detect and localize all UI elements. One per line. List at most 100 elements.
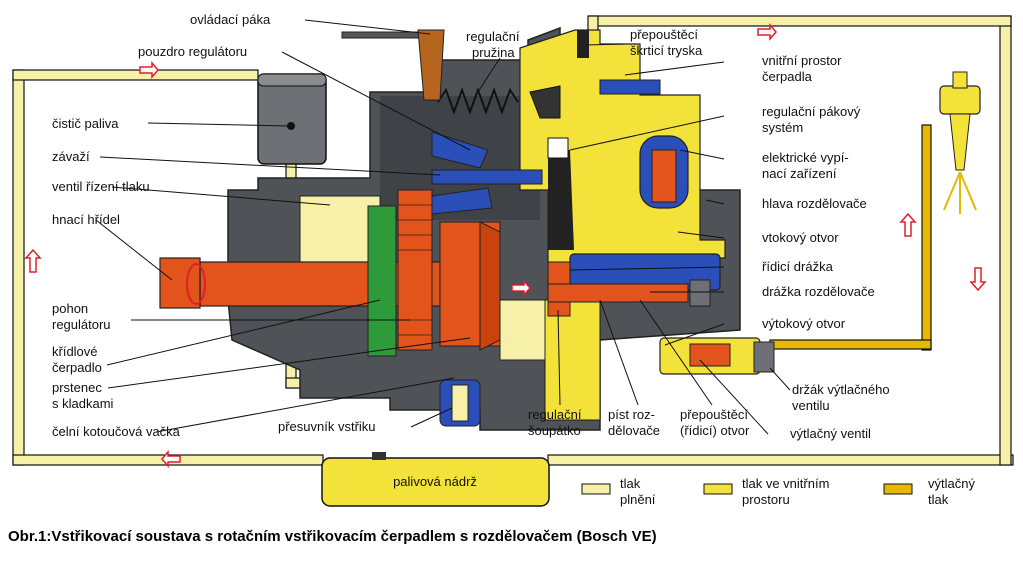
- flow-arrow-top-left: [139, 60, 159, 80]
- rotation-arrow: [186, 263, 206, 305]
- label-pohon-regulatoru-2: regulátoru: [52, 317, 111, 332]
- legend-swatch-0: [581, 483, 611, 495]
- flow-arrow-left: [24, 248, 42, 273]
- injector-spray: [943, 171, 977, 214]
- flow-arrow-bottom-left: [161, 449, 181, 469]
- label-prepousteci-1: přepouštěcí: [630, 27, 698, 42]
- fuel-filter-body: [257, 73, 327, 165]
- label-pouzdro-regulatoru: pouzdro regulátoru: [138, 44, 247, 59]
- solenoid-core: [651, 149, 677, 203]
- label-drzak-2: ventilu: [792, 398, 830, 413]
- flow-arrow-top-right: [757, 22, 777, 42]
- lever-head: [529, 85, 561, 119]
- legend-label-2-2: tlak: [928, 492, 949, 507]
- governor-drive-gear: [397, 189, 433, 351]
- injector: [939, 71, 981, 214]
- delivery-line-horizontal: [769, 339, 932, 350]
- fuel-tank: palivová nádrž: [321, 452, 550, 507]
- label-presuvnik-vstriku: přesuvník vstřiku: [278, 419, 376, 434]
- delivery-valve-assembly: [659, 337, 775, 375]
- label-ridici-drazka: řídicí drážka: [762, 259, 834, 274]
- distributor-plunger: [547, 283, 689, 303]
- label-kridlove-1: křídlové: [52, 344, 98, 359]
- drive-shaft-assembly: [159, 189, 501, 427]
- label-regulacni-pruzina-2: pružina: [472, 45, 515, 60]
- legend-item-fill-pressure: tlak plnění: [581, 476, 656, 507]
- legend-label-0-2: plnění: [620, 492, 656, 507]
- governor-assembly: [341, 29, 574, 250]
- label-regulacni-soupatko-2: šoupátko: [528, 423, 581, 438]
- delivery-valve-nut: [753, 341, 775, 373]
- governor-sleeve: [431, 169, 543, 185]
- flyweight-upper: [431, 131, 489, 169]
- fuel-tank-cap: [372, 452, 386, 460]
- overflow-line-top: [589, 15, 1012, 27]
- fuel-filter: [257, 73, 327, 165]
- labels: ovládací páka regulační pružina přepoušt…: [52, 12, 890, 441]
- label-drzak-1: držák výtlačného: [792, 382, 890, 397]
- throttle-screw: [599, 79, 661, 95]
- flow-arrow-right-up: [899, 212, 917, 237]
- label-vnitrni-prostor-1: vnitřní prostor: [762, 53, 842, 68]
- fuel-tank-body: [321, 457, 550, 507]
- lever-linkage: [548, 150, 574, 250]
- label-pohon-regulatoru-1: pohon: [52, 301, 88, 316]
- label-prepousteci-2: škrticí tryska: [630, 43, 703, 58]
- timing-piston: [451, 384, 469, 422]
- legend-label-1-1: tlak ve vnitřním: [742, 476, 829, 491]
- label-hlava-rozdelovace: hlava rozdělovače: [762, 196, 867, 211]
- inner-pump-space-lower: [544, 299, 601, 421]
- label-regulacni-pruzina-1: regulační: [466, 29, 520, 44]
- vane-pump: [367, 205, 397, 357]
- return-line-right: [999, 15, 1012, 466]
- flow-arrow-plunger: [511, 278, 531, 298]
- label-regulacni-pakovy-1: regulační pákový: [762, 104, 861, 119]
- legend-label-2-1: výtlačný: [928, 476, 975, 491]
- label-ovladaci-paka: ovládací páka: [190, 12, 271, 27]
- label-regulacni-soupatko-1: regulační: [528, 407, 582, 422]
- label-regulacni-pakovy-2: systém: [762, 120, 803, 135]
- label-kridlove-2: čerpadlo: [52, 360, 102, 375]
- delivery-line-vertical: [921, 124, 932, 351]
- label-celni-kotoucova-vacka: čelní kotoučová vačka: [52, 424, 181, 439]
- label-elektricke-2: nací zařízení: [762, 166, 837, 181]
- label-cistic-paliva: čistič paliva: [52, 116, 119, 131]
- cam-plate: [479, 221, 501, 351]
- control-lever-arm: [417, 29, 445, 101]
- return-line-bottom-right: [547, 454, 1014, 466]
- label-ventil-rizeni-tlaku: ventil řízení tlaku: [52, 179, 150, 194]
- fuel-filter-point: [287, 122, 295, 130]
- overflow-throttle: [577, 30, 589, 58]
- drive-shaft-nut: [159, 257, 201, 309]
- supply-line-top-left: [12, 69, 259, 81]
- label-pist-rozdelovace-2: dělovače: [608, 423, 660, 438]
- governor-spring: [437, 87, 519, 115]
- plunger-screw: [689, 279, 711, 307]
- feed-passage: [499, 299, 546, 361]
- label-vytokovy-otvor: výtokový otvor: [762, 316, 846, 331]
- legend-label-1-2: prostoru: [742, 492, 790, 507]
- injector-body: [939, 85, 981, 115]
- fuel-filter-lid: [257, 73, 327, 87]
- flow-arrows: [24, 22, 987, 469]
- flow-arrow-right-down: [969, 267, 987, 292]
- legend-swatch-2: [883, 483, 913, 495]
- label-vtokovy-otvor: vtokový otvor: [762, 230, 839, 245]
- label-pist-rozdelovace-1: píst roz-: [608, 407, 655, 422]
- label-vnitrni-prostor-2: čerpadla: [762, 69, 813, 84]
- lever-pivot: [547, 137, 569, 159]
- legend-item-delivery-pressure: výtlačný tlak: [883, 476, 975, 507]
- label-hnaci-hridel: hnací hřídel: [52, 212, 120, 227]
- legend-item-inner-pressure: tlak ve vnitřním prostoru: [703, 476, 829, 507]
- legend: tlak plnění tlak ve vnitřním prostoru vý…: [581, 476, 975, 507]
- fuel-tank-label: palivová nádrž: [393, 474, 477, 489]
- figure-caption: Obr.1:Vstřikovací soustava s rotačním vs…: [8, 528, 657, 545]
- injector-nozzle: [949, 113, 971, 171]
- label-drazka-rozdelovace: drážka rozdělovače: [762, 284, 875, 299]
- label-vytlacny-ventil: výtlačný ventil: [790, 426, 871, 441]
- label-zavazi: závaží: [52, 149, 90, 164]
- leader-lines: [95, 19, 791, 435]
- flyweight-lower: [431, 187, 493, 215]
